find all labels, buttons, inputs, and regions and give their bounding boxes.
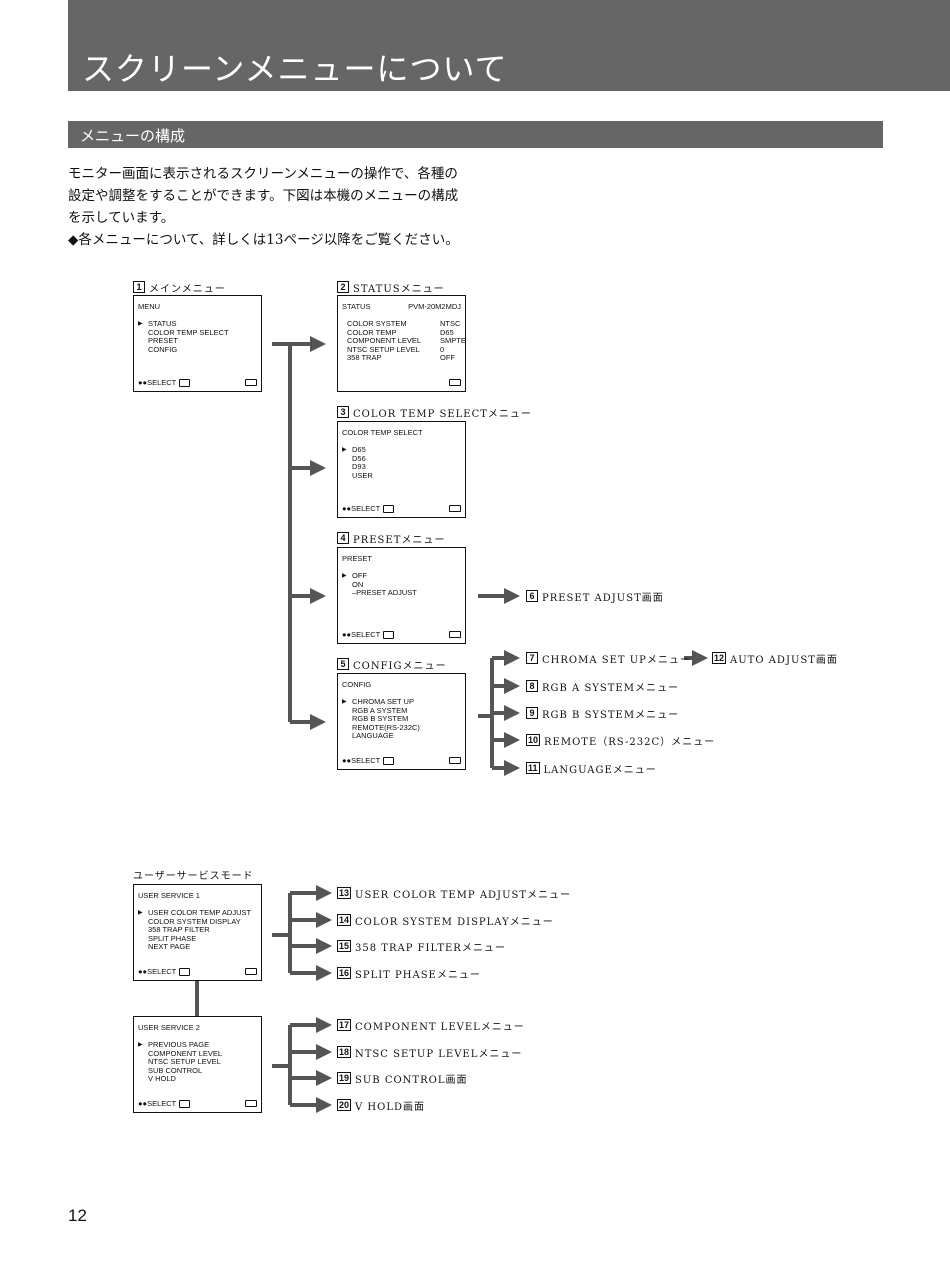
menu-icon [449,757,461,764]
menu-icon [245,968,257,975]
menu-item: STATUS [138,319,229,329]
menu-item: REMOTE(RS-232C) [352,722,420,732]
menu-item: PRESET [148,336,179,345]
menu-item: SPLIT PHASE [148,933,197,943]
menu-item: CHROMA SET UP [342,697,420,707]
menu-item: ON [352,579,364,589]
menu-item: OFF [342,571,417,581]
colortemp-menu-label: 3 COLOR TEMP SELECTメニュー [337,405,532,420]
screen-footer: ●●SELECT [138,967,191,977]
user-service-2-screen: USER SERVICE 2 PREVIOUS PAGE COMPONENT L… [133,1016,262,1113]
menu-item: D93 [352,462,366,471]
menu-item: V HOLD [148,1074,176,1083]
screen-footer: ●●SELECT [138,378,191,388]
menu-item: RGB A SYSTEM [352,705,408,715]
menu-item: D65 [342,445,373,455]
intro-line: ◆各メニューについて、詳しくは13ページ以降をご覧ください。 [68,232,459,248]
menu-item: COLOR TEMP SELECT [148,327,229,337]
enter-icon [383,504,395,513]
intro-line: を示しています。 [68,210,175,226]
screen-footer: ●●SELECT [342,504,395,514]
menu-item: SUB CONTROL [148,1065,203,1075]
menu-number: 1 [133,281,145,293]
config-menu-label: 5 CONFIGメニュー [337,657,446,672]
menu-icon [245,1100,257,1107]
colortemp-menu-screen: COLOR TEMP SELECT D65 D56 D93 USER ●●SEL… [337,421,466,518]
menu-icon [449,505,461,512]
preset-menu-screen: PRESET OFF ON –PRESET ADJUST ●●SELECT [337,547,466,644]
menu-item: USER COLOR TEMP ADJUST [138,908,251,918]
status-menu-label: 2 STATUSメニュー [337,280,445,295]
enter-icon [179,1099,191,1108]
user-service-label: ユーザーサービスモード [133,870,254,882]
intro-text: モニター画面に表示されるスクリーンメニューの操作で、各種の 設定や調整をすること… [68,163,488,251]
menu-item: USER [352,470,373,480]
model-name: PVM-20M2MDJ [408,302,461,311]
menu-icon [449,631,461,638]
menu-item: LANGUAGE [352,731,394,740]
screen-footer: ●●SELECT [138,1099,191,1109]
menu-item: PREVIOUS PAGE [138,1040,222,1050]
menu-icon [449,379,461,386]
menu-item: NEXT PAGE [148,942,191,951]
menu-item: CONFIG [148,344,178,354]
enter-icon [383,630,395,639]
page-title-bar: スクリーンメニューについて [68,0,950,91]
enter-icon [383,756,395,765]
screen-footer: ●●SELECT [342,756,395,766]
section-title: メニューの構成 [80,127,186,145]
enter-icon [179,378,191,387]
menu-icon [245,379,257,386]
intro-line: 設定や調整をすることができます。下図は本機のメニューの構成 [68,188,459,204]
config-menu-screen: CONFIG CHROMA SET UP RGB A SYSTEM RGB B … [337,673,466,770]
user-service-1-screen: USER SERVICE 1 USER COLOR TEMP ADJUST CO… [133,884,262,981]
main-menu-screen: MENU STATUS COLOR TEMP SELECT PRESET CON… [133,295,262,392]
menu-item: NTSC SETUP LEVEL [148,1057,221,1066]
menu-item: –PRESET ADJUST [352,588,417,597]
menu-item: D56 [352,453,366,463]
page-title: スクリーンメニューについて [82,50,508,88]
main-menu-label: 1 メインメニュー [133,280,226,295]
page-number: 12 [68,1206,87,1225]
enter-icon [179,967,191,976]
menu-item: COMPONENT LEVEL [148,1048,223,1058]
intro-line: モニター画面に表示されるスクリーンメニューの操作で、各種の [68,166,458,182]
menu-item: RGB B SYSTEM [352,714,409,723]
preset-menu-label: 4 PRESETメニュー [337,531,445,546]
section-title-bar: メニューの構成 [68,121,883,148]
screen-footer: ●●SELECT [342,630,395,640]
menu-item: COLOR SYSTEM DISPLAY [148,916,241,926]
menu-item: 358 TRAP FILTER [148,925,210,934]
